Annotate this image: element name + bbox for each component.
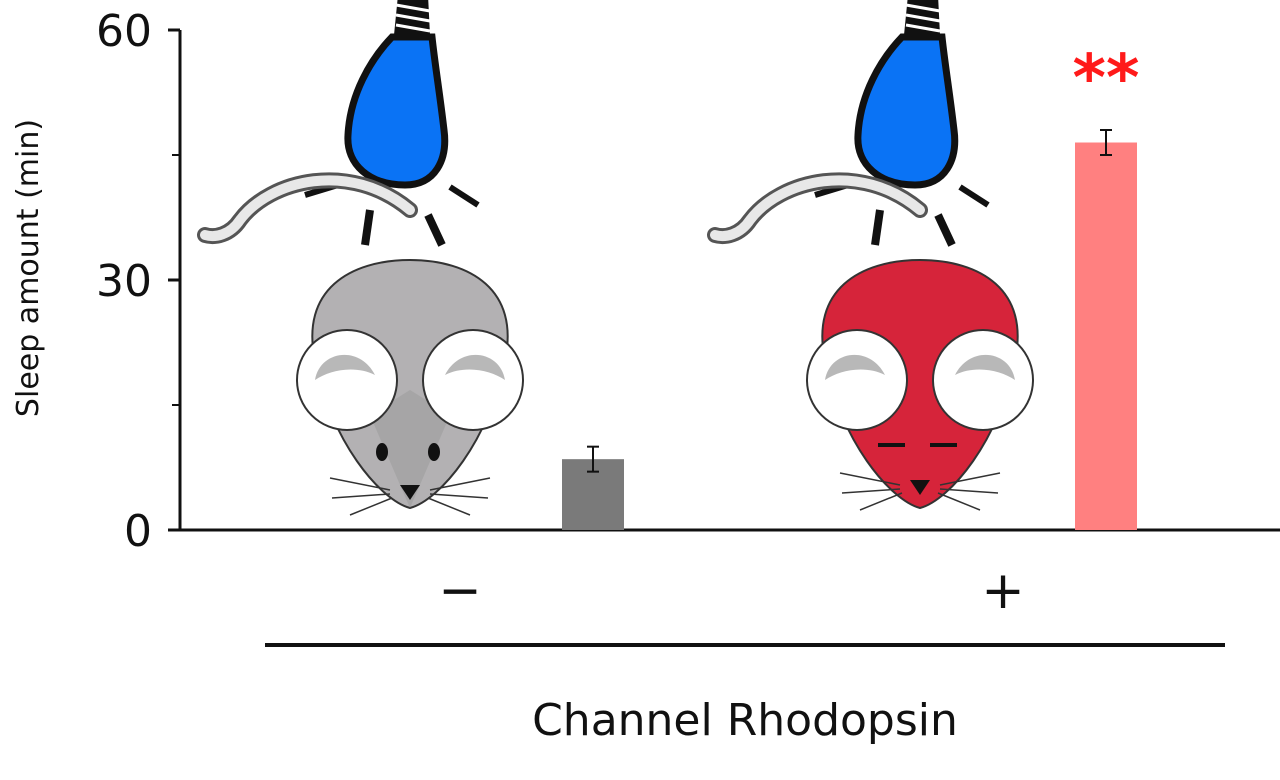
y-tick-label: 30 <box>96 256 152 307</box>
y-tick-label: 0 <box>124 506 152 557</box>
y-axis-title: Sleep amount (min) <box>11 119 46 417</box>
significance-label: ** <box>1073 42 1140 116</box>
category-label: − <box>438 561 482 621</box>
bar <box>1075 142 1137 530</box>
y-tick-label: 60 <box>96 6 152 57</box>
error-bar <box>1100 129 1112 156</box>
error-bar <box>587 445 599 473</box>
x-axis-title: Channel Rhodopsin <box>532 695 958 746</box>
mouse-icon <box>715 180 1034 511</box>
mouse-icon <box>205 180 524 516</box>
bulb-icon <box>815 0 988 245</box>
category-label: + <box>981 561 1025 621</box>
bulb-icon <box>305 0 478 245</box>
